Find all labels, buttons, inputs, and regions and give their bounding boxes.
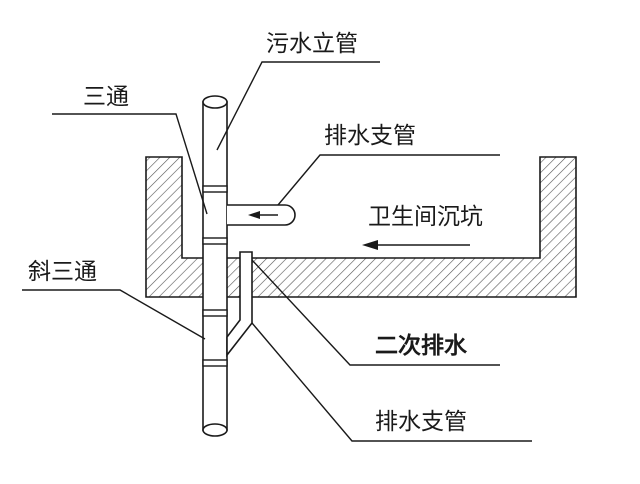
leader-secondary-drainage	[251, 259, 500, 366]
leader-vertical-pipe	[216, 61, 380, 151]
vertical-pipe	[202, 101, 228, 431]
leader-tee	[52, 113, 208, 215]
leader-lines	[22, 61, 532, 442]
secondary-drainage-branch	[226, 251, 253, 358]
label-branch-pipe-bottom: 排水支管	[375, 409, 467, 435]
vertical-pipe-top-end	[202, 95, 228, 109]
label-tee: 三通	[83, 84, 129, 110]
label-secondary-drainage: 二次排水	[375, 332, 468, 359]
flow-arrow	[362, 240, 470, 250]
label-branch-pipe-top: 排水支管	[324, 123, 416, 149]
leader-branch-pipe-bottom	[251, 322, 532, 442]
top-branch-pipe	[227, 204, 296, 226]
label-oblique-tee: 斜三通	[28, 259, 97, 285]
label-sunken-pit: 卫生间沉坑	[368, 204, 483, 230]
pipe-joints	[202, 185, 228, 367]
leader-branch-pipe-top	[277, 154, 500, 206]
label-vertical-pipe: 污水立管	[266, 31, 358, 57]
leader-oblique-tee	[22, 289, 206, 340]
vertical-pipe-bottom-end	[202, 423, 228, 437]
